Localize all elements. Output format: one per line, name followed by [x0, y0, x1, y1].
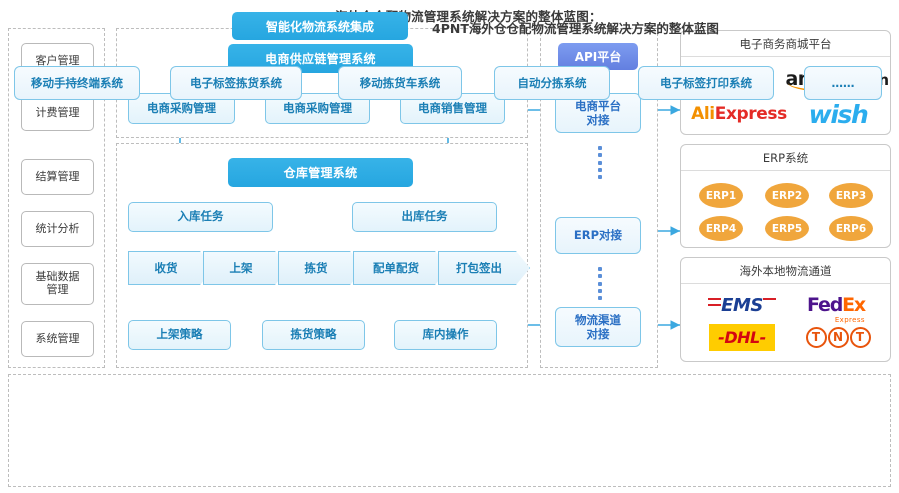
ems-logo: EMS — [703, 290, 781, 320]
supply-chain-header-label: 电商供应链管理系统 — [265, 52, 376, 66]
module-label: 电商采购管理 — [283, 100, 352, 115]
bottom-item-more[interactable]: …… — [804, 66, 882, 100]
erp-item-label: ERP6 — [835, 222, 867, 235]
task-label: 入库任务 — [177, 209, 224, 224]
process-step-label: 拣货 — [304, 261, 328, 275]
sidebar-item-system[interactable]: 系统管理 — [21, 321, 94, 357]
bottom-item-label: 自动分拣系统 — [517, 76, 587, 90]
dots-divider-2 — [541, 264, 659, 303]
panel-title: 电子商务商城平台 — [681, 31, 890, 57]
api-connector-label: ERP对接 — [573, 228, 623, 243]
api-connector-label: 物流渠道对接 — [575, 312, 621, 341]
warehouse-header-label: 仓库管理系统 — [283, 166, 358, 180]
erp-item[interactable]: ERP4 — [699, 216, 743, 241]
strategy-label: 库内操作 — [422, 327, 469, 342]
bottom-item-label: 移动手持终端系统 — [31, 76, 123, 90]
process-step-label: 上架 — [229, 261, 253, 275]
api-connector-label: 电商平台对接 — [575, 98, 621, 127]
process-step-label: 配单配货 — [373, 261, 419, 275]
sidebar-item-statistics[interactable]: 统计分析 — [21, 211, 94, 247]
task-label: 出库任务 — [401, 209, 448, 224]
panel-erp-systems: ERP系统 ERP1 ERP2 ERP3 ERP4 ERP5 ERP6 — [680, 144, 891, 248]
sidebar-item-label: 客户管理 — [35, 53, 80, 67]
process-step-putaway[interactable]: 上架 — [203, 251, 289, 285]
dots-divider-1 — [541, 143, 659, 182]
erp-item[interactable]: ERP5 — [765, 216, 809, 241]
api-platform-header-label: API平台 — [574, 50, 622, 64]
bottom-item-label: 电子标签拣货系统 — [190, 76, 282, 90]
erp-item-label: ERP3 — [835, 189, 867, 202]
dhl-logo: -DHL- — [699, 322, 785, 352]
bottom-item-dps-picking[interactable]: 电子标签拣货系统 — [170, 66, 302, 100]
module-label: 电商采购管理 — [147, 100, 216, 115]
sidebar-item-label: 计费管理 — [35, 105, 80, 119]
bottom-title: 4PNT海外仓仓配物流管理系统解决方案的整体蓝图 — [432, 21, 719, 36]
sidebar-item-label: 统计分析 — [35, 221, 80, 235]
bottom-item-label: …… — [831, 76, 855, 90]
bottom-item-picking-cart[interactable]: 移动拣货车系统 — [338, 66, 462, 100]
api-connector-logistics[interactable]: 物流渠道对接 — [555, 307, 641, 347]
task-outbound[interactable]: 出库任务 — [352, 202, 497, 232]
module-label: 电商销售管理 — [418, 100, 487, 115]
erp-item[interactable]: ERP6 — [829, 216, 873, 241]
process-step-label: 打包签出 — [456, 261, 502, 275]
bottom-item-label-printing[interactable]: 电子标签打印系统 — [638, 66, 774, 100]
aliexpress-logo: AliExpress — [691, 104, 787, 124]
sidebar-item-base-data[interactable]: 基础数据管理 — [21, 263, 94, 305]
bottom-item-handheld[interactable]: 移动手持终端系统 — [14, 66, 140, 100]
panel-title: ERP系统 — [681, 145, 890, 171]
sidebar-item-billing[interactable]: 计费管理 — [21, 95, 94, 131]
strategy-label: 拣货策略 — [290, 327, 337, 342]
erp-item-label: ERP2 — [771, 189, 803, 202]
warehouse-header: 仓库管理系统 — [228, 158, 413, 187]
api-connector-erp[interactable]: ERP对接 — [555, 217, 641, 254]
process-step-label: 收货 — [154, 261, 178, 275]
sidebar-item-settlement[interactable]: 结算管理 — [21, 159, 94, 195]
process-step-picking[interactable]: 拣货 — [278, 251, 364, 285]
erp-item[interactable]: ERP1 — [699, 183, 743, 208]
sidebar-item-label: 系统管理 — [35, 331, 80, 345]
strategy-inhouse-ops[interactable]: 库内操作 — [394, 320, 497, 350]
intelligent-logistics-header: 智能化物流系统集成 — [232, 12, 408, 40]
erp-item[interactable]: ERP2 — [765, 183, 809, 208]
strategy-picking[interactable]: 拣货策略 — [262, 320, 365, 350]
strategy-label: 上架策略 — [156, 327, 203, 342]
bottom-item-auto-sorting[interactable]: 自动分拣系统 — [494, 66, 610, 100]
erp-item[interactable]: ERP3 — [829, 183, 873, 208]
erp-item-label: ERP5 — [771, 222, 803, 235]
wish-logo: wish — [808, 99, 869, 129]
bottom-item-label: 电子标签打印系统 — [660, 76, 752, 90]
process-step-packing[interactable]: 打包签出 — [438, 251, 530, 285]
intelligent-logistics-header-label: 智能化物流系统集成 — [265, 19, 374, 34]
process-step-sorting[interactable]: 配单配货 — [353, 251, 449, 285]
erp-item-label: ERP4 — [705, 222, 737, 235]
api-platform-header: API平台 — [558, 43, 638, 70]
task-inbound[interactable]: 入库任务 — [128, 202, 273, 232]
sidebar-item-label: 结算管理 — [35, 169, 80, 183]
panel-body: ERP1 ERP2 ERP3 ERP4 ERP5 ERP6 — [681, 171, 890, 246]
erp-item-label: ERP1 — [705, 189, 737, 202]
panel-title: 海外本地物流通道 — [681, 258, 890, 284]
bottom-panel — [8, 374, 891, 487]
process-step-receive[interactable]: 收货 — [128, 251, 214, 285]
sidebar-item-label: 基础数据管理 — [35, 270, 80, 296]
strategy-putaway[interactable]: 上架策略 — [128, 320, 231, 350]
bottom-item-label: 移动拣货车系统 — [359, 76, 441, 90]
